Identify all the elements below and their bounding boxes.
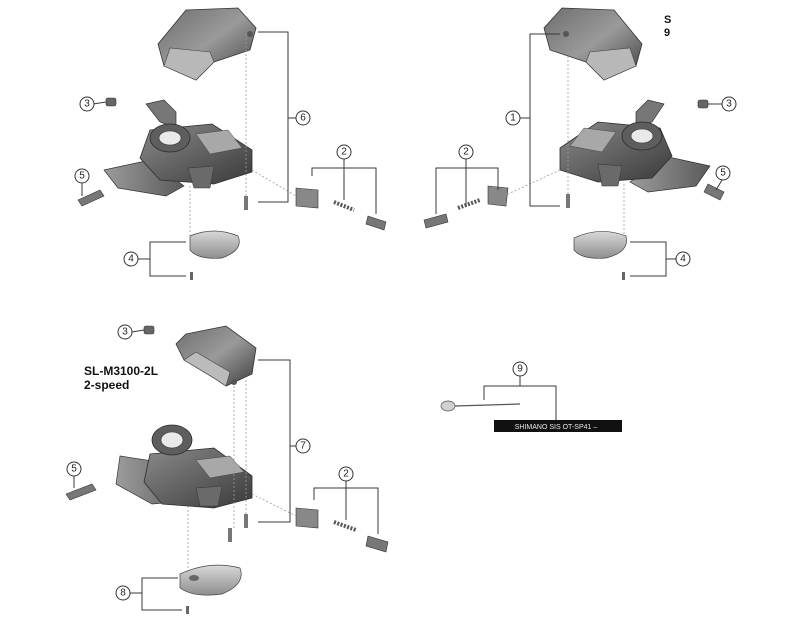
screw-part (703, 183, 725, 201)
screw-part (566, 194, 570, 208)
screw-part (228, 528, 232, 542)
callout-3: 3 (79, 96, 95, 112)
screw-part (77, 189, 105, 207)
callout-7: 7 (295, 438, 311, 454)
callout-3: 3 (721, 96, 737, 112)
nut-part (697, 99, 709, 109)
screw-part (244, 514, 248, 528)
corner-label: S 9 (664, 14, 671, 40)
adjuster-parts (295, 187, 387, 231)
callout-5-label: 5 (79, 171, 85, 182)
adjuster-parts (423, 185, 509, 229)
callout-5: 5 (715, 165, 731, 181)
callout-5: 5 (66, 461, 82, 477)
callout-2-label: 2 (341, 147, 347, 158)
top-cover-part (543, 7, 643, 81)
callout-5-label: 5 (720, 168, 726, 179)
nut-part (105, 97, 117, 107)
callout-4-label: 4 (680, 254, 686, 265)
screw-part (244, 196, 248, 210)
callout-9-label: 9 (517, 364, 523, 375)
callout-6: 6 (295, 110, 311, 126)
shift-cable-part: SHIMANO SIS OT-SP41 – (440, 376, 622, 432)
shifter-body-part (115, 424, 253, 509)
callout-3-label: 3 (122, 327, 128, 338)
callout-2: 2 (338, 466, 354, 482)
bottom-cap-part (573, 231, 627, 280)
shifter-body-part (103, 99, 253, 197)
cable-print: SHIMANO SIS OT-SP41 – (515, 424, 598, 431)
callout-2-label: 2 (463, 147, 469, 158)
adjuster-parts (295, 507, 389, 553)
assembly-top-right (423, 7, 725, 280)
model-label: SL-M3100-2L 2-speed (84, 364, 158, 392)
screw-part (65, 483, 97, 501)
model-name: SL-M3100-2L (84, 364, 159, 378)
callout-3: 3 (117, 324, 133, 340)
callout-8: 8 (115, 585, 131, 601)
assembly-top-left (77, 7, 387, 280)
model-speed: 2-speed (84, 378, 130, 392)
corner-label-line2: 9 (664, 27, 671, 39)
callout-3-label: 3 (84, 99, 90, 110)
callout-2-label: 2 (343, 469, 349, 480)
callout-4: 4 (675, 251, 691, 267)
callout-5-label: 5 (71, 464, 77, 475)
callout-8-label: 8 (120, 588, 126, 599)
bottom-cap-part (189, 230, 240, 280)
callout-2: 2 (458, 144, 474, 160)
nut-part (143, 325, 155, 335)
callout-2: 2 (336, 144, 352, 160)
callout-1: 1 (505, 110, 521, 126)
callout-6-label: 6 (300, 113, 306, 124)
top-cover-part (175, 325, 257, 387)
callout-1-label: 1 (510, 113, 516, 124)
callout-4-label: 4 (128, 254, 134, 265)
callout-3-label: 3 (726, 99, 732, 110)
cable-housing (494, 420, 622, 432)
corner-label-line1: S (664, 14, 672, 26)
top-cover-part (157, 7, 257, 81)
callout-5: 5 (74, 168, 90, 184)
callout-4: 4 (123, 251, 139, 267)
shifter-body-part (559, 99, 711, 193)
assembly-bottom-left (65, 325, 389, 614)
callout-7-label: 7 (300, 441, 306, 452)
callout-9: 9 (512, 361, 528, 377)
bottom-cap-part (179, 564, 242, 614)
